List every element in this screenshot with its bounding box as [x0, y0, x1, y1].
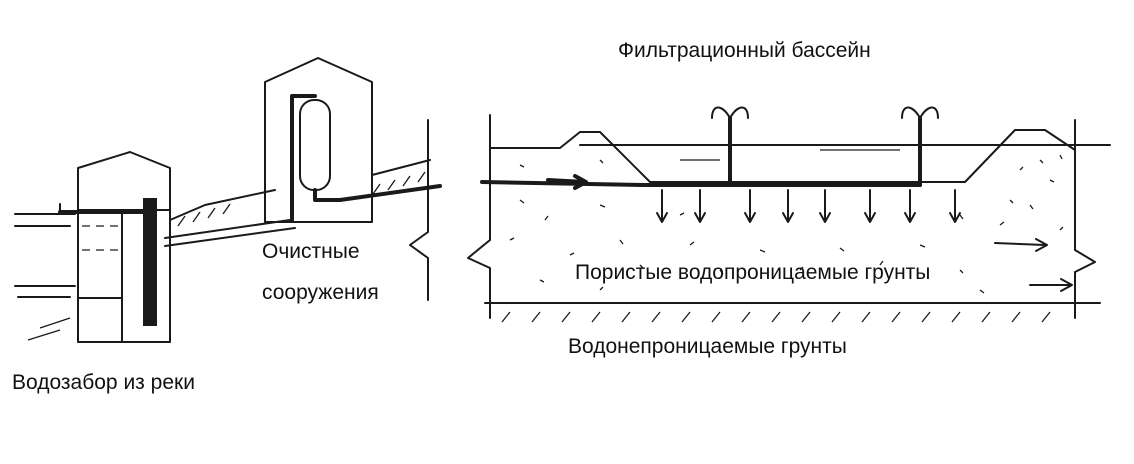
intake-label: Водозабор из реки — [12, 371, 195, 394]
filtration-basin — [467, 106, 1111, 323]
river-intake-structure — [14, 151, 296, 343]
treatment-facility — [264, 57, 442, 301]
treatment-label-line1: Очистные — [262, 240, 360, 263]
treatment-label-line2: сооружения — [262, 281, 379, 304]
porous-soil-label: Пористые водопроницаемые грунты — [575, 261, 931, 284]
basin-title: Фильтрационный бассейн — [618, 39, 871, 62]
impermeable-soil-label: Водонепроницаемые грунты — [568, 335, 847, 358]
